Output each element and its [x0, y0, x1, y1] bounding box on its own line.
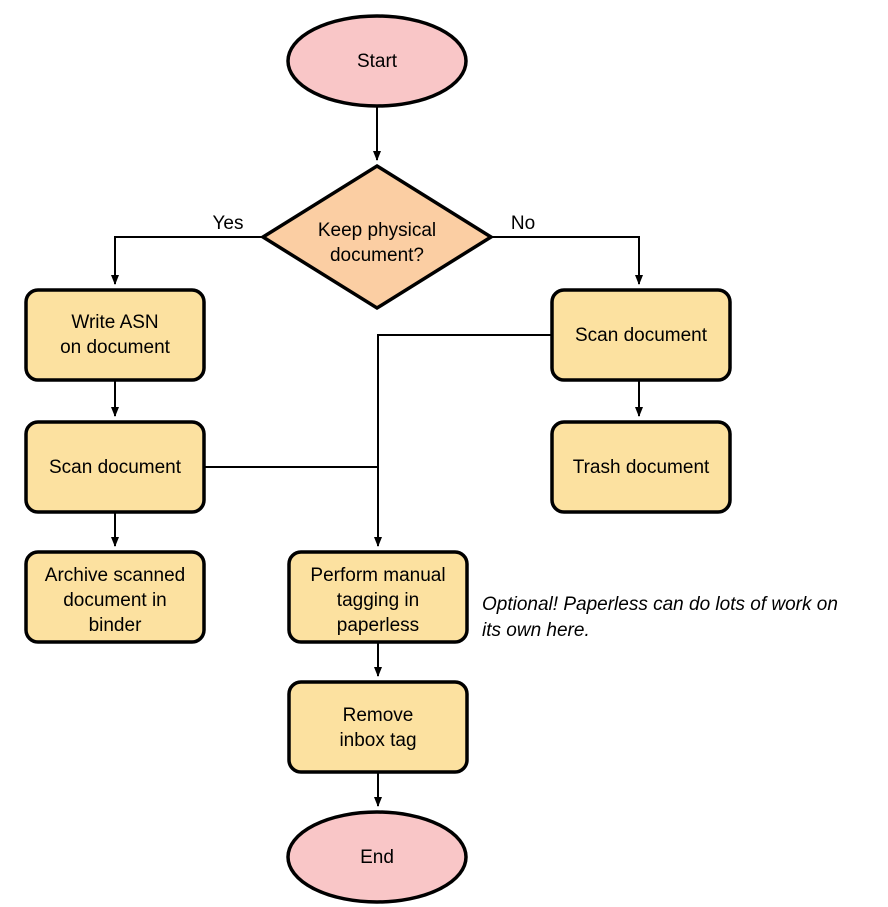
end-ellipse	[286, 810, 468, 904]
end-label: End	[360, 847, 394, 868]
edge-label-yes: Yes	[213, 213, 244, 234]
remove-inbox-tag-label-line2: inbox tag	[339, 730, 416, 751]
scan-document-right-box	[550, 288, 732, 382]
node-remove-inbox-tag[interactable]: Remove inbox tag	[287, 680, 469, 774]
node-scan-document-right[interactable]: Scan document	[550, 288, 732, 382]
decision-label-line2: document?	[330, 245, 424, 266]
node-start[interactable]: Start	[286, 14, 468, 108]
archive-box	[24, 550, 206, 644]
annotation-line1: Optional! Paperless can do lots of work …	[482, 594, 838, 615]
node-end[interactable]: End	[286, 810, 468, 904]
node-trash-document[interactable]: Trash document	[550, 420, 732, 514]
manual-tagging-label-line3: paperless	[337, 615, 419, 636]
write-asn-label-line2: on document	[60, 337, 171, 358]
write-asn-label-line1: Write ASN	[71, 312, 158, 333]
edge-label-no: No	[511, 213, 535, 234]
start-label: Start	[357, 51, 398, 72]
trash-document-label: Trash document	[573, 457, 710, 478]
manual-tagging-label-line1: Perform manual	[310, 565, 445, 586]
manual-tagging-label-line2: tagging in	[337, 590, 419, 611]
scan-document-left-label: Scan document	[49, 457, 182, 478]
start-ellipse	[286, 14, 468, 108]
trash-document-box	[550, 420, 732, 514]
write-asn-box	[24, 288, 206, 382]
node-scan-document-left[interactable]: Scan document	[24, 420, 206, 514]
annotation-optional-note: Optional! Paperless can do lots of work …	[482, 594, 838, 641]
node-archive-scanned-document[interactable]: Archive scanned document in binder	[24, 550, 206, 644]
remove-inbox-tag-box	[287, 680, 469, 774]
node-perform-manual-tagging[interactable]: Perform manual tagging in paperless	[287, 550, 469, 644]
archive-label-line3: binder	[89, 615, 142, 636]
manual-tagging-box	[287, 550, 469, 644]
decision-label-line1: Keep physical	[318, 220, 436, 241]
node-write-asn-on-document[interactable]: Write ASN on document	[24, 288, 206, 382]
node-decision-keep-physical-document[interactable]: Keep physical document?	[259, 163, 495, 311]
scan-document-right-label: Scan document	[575, 325, 708, 346]
archive-label-line2: document in	[63, 590, 167, 611]
annotation-line2: its own here.	[482, 620, 590, 641]
edge-scan-right-to-manual-tagging	[374, 334, 552, 547]
archive-label-line1: Archive scanned	[45, 565, 185, 586]
remove-inbox-tag-label-line1: Remove	[343, 705, 414, 726]
decision-diamond	[259, 163, 495, 311]
edge-decision-no-to-scan-right	[491, 236, 643, 285]
scan-document-left-box	[24, 420, 206, 514]
edge-decision-yes-to-write-asn	[111, 236, 263, 285]
